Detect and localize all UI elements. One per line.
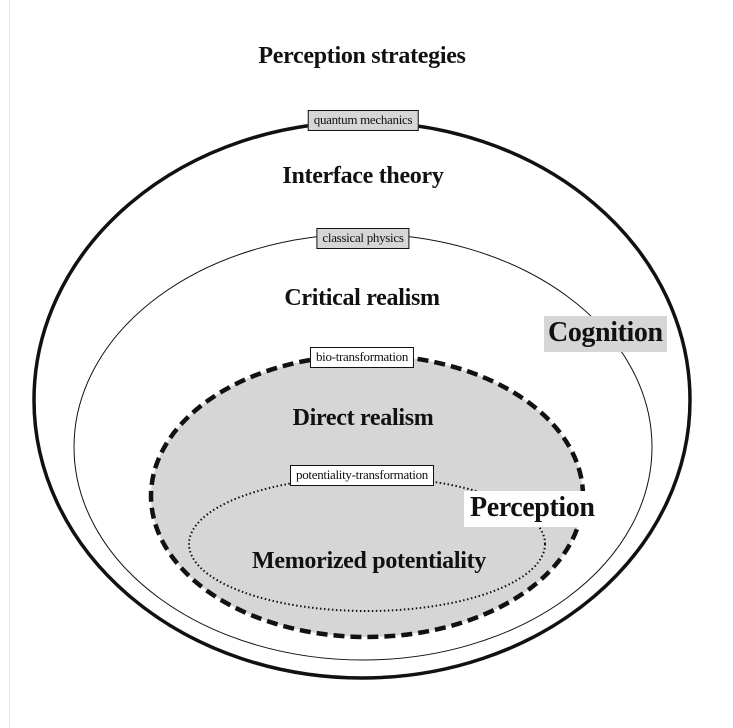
classical-physics-box: classical physics xyxy=(316,228,410,249)
direct-realism-label: Direct realism xyxy=(292,405,434,431)
perception-tag: Perception xyxy=(464,491,601,527)
diagram-title: Perception strategies xyxy=(258,43,466,69)
critical-realism-label: Critical realism xyxy=(284,285,440,311)
potentiality-transformation-box: potentiality-transformation xyxy=(290,465,434,486)
interface-theory-label: Interface theory xyxy=(282,163,444,189)
bio-transformation-box: bio-transformation xyxy=(309,347,415,368)
cognition-tag: Cognition xyxy=(544,316,667,352)
quantum-mechanics-box: quantum mechanics xyxy=(307,110,419,131)
memorized-potentiality-ellipse xyxy=(188,476,546,612)
page-left-edge-line xyxy=(9,0,10,728)
memorized-potentiality-label: Memorized potentiality xyxy=(252,548,486,574)
